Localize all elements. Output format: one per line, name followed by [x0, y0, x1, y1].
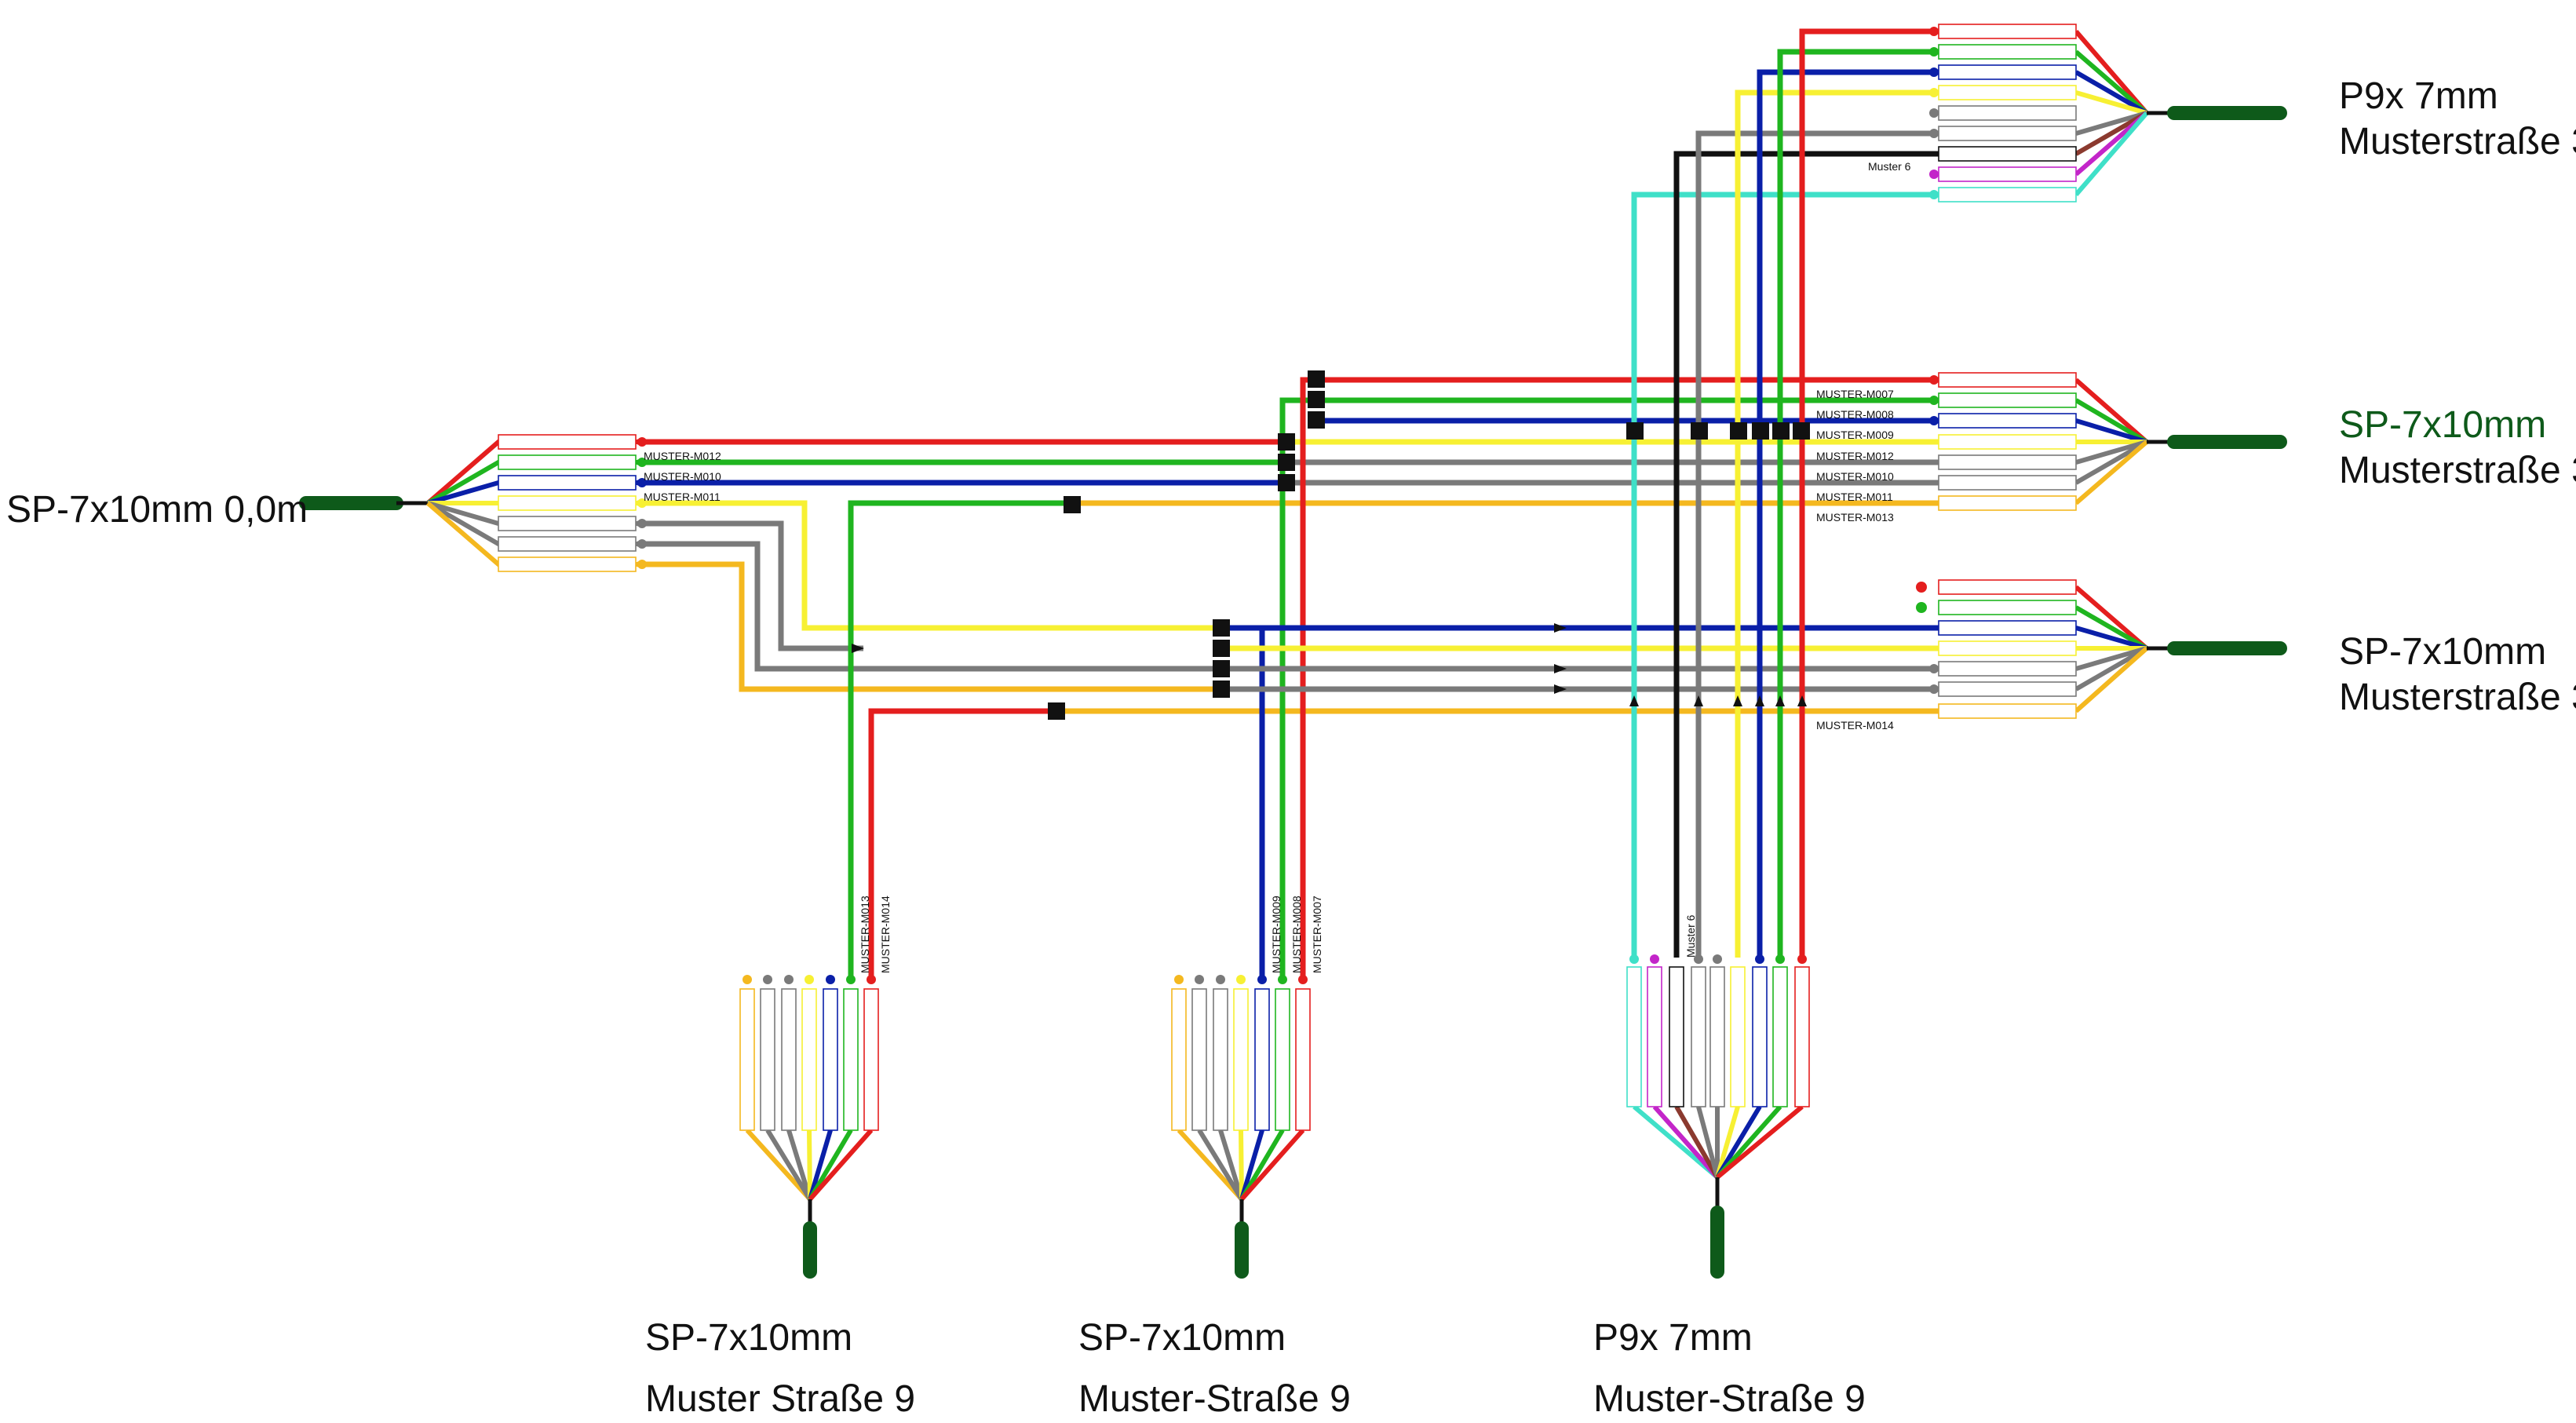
fiber-yellow-left [637, 500, 1939, 631]
fiber-green-b1 [848, 500, 1067, 980]
bottom1-address-label: Muster Straße 9 [645, 1378, 915, 1420]
splice-marker[interactable] [1213, 660, 1230, 677]
fiber-label: MUSTER-M012 [644, 450, 721, 462]
fiber-yellow-b3 [1735, 89, 1939, 958]
arrow-icon [1554, 664, 1567, 673]
fiber-label: MUSTER-M011 [644, 491, 721, 503]
arrow-icon [852, 644, 864, 653]
fiber-blue-b3 [1757, 69, 1939, 958]
splice-marker[interactable] [1793, 422, 1810, 440]
bottom2-cable-label: SP-7x10mm [1078, 1317, 1286, 1359]
splice-marker[interactable] [1772, 422, 1790, 440]
fiber-label: MUSTER-M013 [1816, 511, 1894, 524]
splice-marker[interactable] [1048, 702, 1065, 720]
splice-marker[interactable] [1064, 496, 1081, 513]
fiber-label: MUSTER-M014 [879, 896, 892, 973]
splice-marker[interactable] [1213, 680, 1230, 698]
bottom-splice-tray-1[interactable]: MUSTER-M013 MUSTER-M014 [739, 896, 892, 1279]
fiber-turquoise-b3 [1631, 192, 1939, 958]
fiber-label: MUSTER-M008 [1816, 408, 1894, 421]
splice-marker[interactable] [1626, 422, 1644, 440]
fiber-orange-left [637, 561, 1221, 692]
fiber-label: MUSTER-M008 [1290, 896, 1303, 973]
right-mid-splice-tray[interactable]: MUSTER-M007 MUSTER-M008 MUSTER-M009 MUST… [1816, 372, 2287, 524]
splice-marker[interactable] [1308, 391, 1325, 408]
fiber-label: MUSTER-M012 [1816, 450, 1894, 462]
right-lower-splice-tray[interactable]: MUSTER-M014 [1816, 579, 2287, 732]
fiber-label: MUSTER-M010 [644, 470, 721, 483]
arrow-icon [1733, 695, 1742, 706]
right-top-cable-label: P9x 7mm [2339, 75, 2498, 117]
arrow-icon [1755, 695, 1764, 706]
splice-marker[interactable] [1308, 370, 1325, 388]
fiber-label: MUSTER-M010 [1816, 470, 1894, 483]
arrow-icon [1554, 623, 1567, 633]
fiber-grey-b3 [1695, 130, 1939, 958]
splice-marker[interactable] [1278, 454, 1295, 471]
bottom-splice-tray-2[interactable]: MUSTER-M009 MUSTER-M008 MUSTER-M007 [1171, 896, 1323, 1279]
splice-marker[interactable] [1752, 422, 1769, 440]
fiber-label: MUSTER-M007 [1816, 388, 1894, 400]
fiber-red-b3 [1799, 28, 1939, 958]
splice-marker[interactable] [1213, 640, 1230, 657]
arrow-icon [1554, 684, 1567, 694]
bottom3-address-label: Muster-Straße 9 [1593, 1378, 1866, 1420]
right-low-cable-label: SP-7x10mm [2339, 631, 2546, 673]
fiber-grey-left-a [637, 520, 863, 651]
fiber-black-b3 [1673, 151, 1939, 958]
right-low-address-label: Musterstraße 3 [2339, 677, 2576, 718]
fiber-label: MUSTER-M013 [859, 896, 871, 973]
bottom-splice-tray-3[interactable]: Muster 6 [1626, 914, 1810, 1279]
right-top-splice-tray[interactable]: Muster 6 [1868, 24, 2287, 203]
fiber-green-b3 [1777, 49, 1939, 958]
splice-marker[interactable] [1278, 474, 1295, 491]
fiber-label: MUSTER-M007 [1311, 896, 1323, 973]
fiber-label: MUSTER-M009 [1270, 896, 1283, 973]
right-mid-address-label: Musterstraße 3 [2339, 450, 2576, 491]
fiber-label: Muster 6 [1684, 914, 1697, 958]
arrow-icon [1694, 695, 1703, 706]
splice-marker[interactable] [1308, 411, 1325, 429]
left-splice-tray[interactable]: MUSTER-M012 MUSTER-M010 MUSTER-M011 [299, 434, 721, 572]
fiber-red-b1 [868, 708, 1053, 980]
fiber-label: MUSTER-M014 [1816, 719, 1894, 732]
right-top-address-label: Musterstraße 3 [2339, 121, 2576, 162]
splice-marker[interactable] [1730, 422, 1747, 440]
fiber-label: MUSTER-M009 [1816, 429, 1894, 441]
bottom2-address-label: Muster-Straße 9 [1078, 1378, 1351, 1420]
fiber-grey-left-b [637, 541, 1221, 672]
fiber-red-b2 [1300, 377, 1939, 980]
fiber-label: MUSTER-M011 [1816, 491, 1893, 503]
splice-marker[interactable] [1278, 433, 1295, 451]
arrow-icon [1797, 695, 1807, 706]
splice-marker[interactable] [1691, 422, 1708, 440]
bottom3-cable-label: P9x 7mm [1593, 1317, 1753, 1359]
left-cable-label: SP-7x10mm 0,0m [6, 489, 308, 531]
right-mid-cable-label: SP-7x10mm [2339, 404, 2546, 446]
fiber-green-b2 [1279, 397, 1939, 980]
arrow-icon [1775, 695, 1785, 706]
splice-marker[interactable] [1213, 619, 1230, 637]
bottom1-cable-label: SP-7x10mm [645, 1317, 852, 1359]
fiber-label: Muster 6 [1868, 160, 1911, 173]
arrow-icon [1629, 695, 1639, 706]
